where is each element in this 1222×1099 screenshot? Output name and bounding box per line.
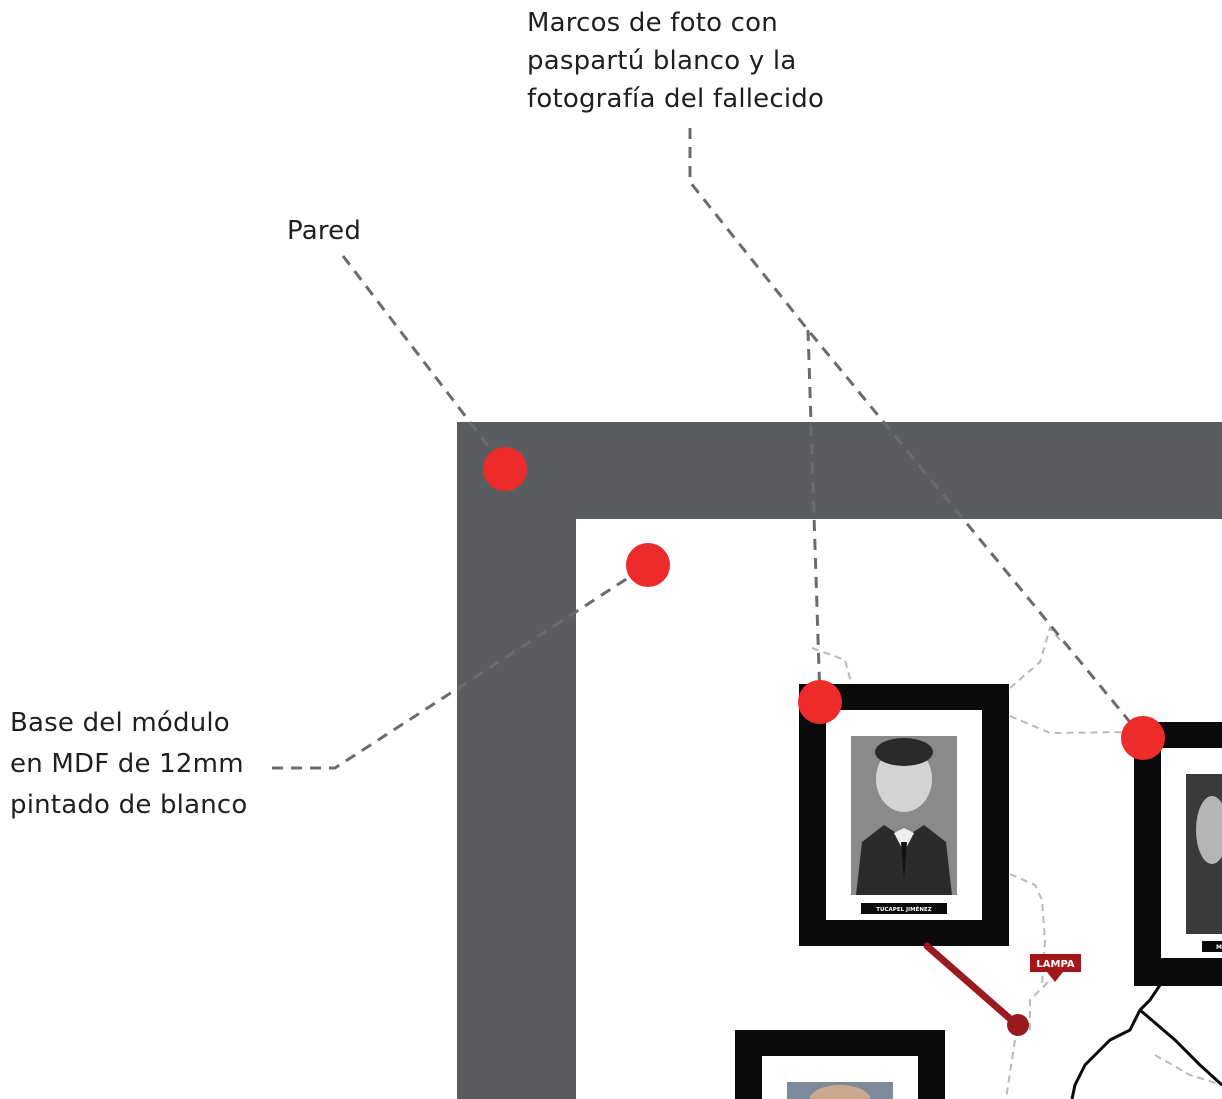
map-border-line (811, 647, 853, 687)
marker-base (626, 543, 670, 587)
leader-line-base (272, 563, 649, 770)
map-border-line (1154, 1054, 1222, 1086)
photo-caption-2: M (1216, 944, 1222, 951)
base-callout-label: Base del módulo en MDF de 12mm pintado d… (10, 703, 248, 826)
marker-frame-1 (798, 680, 842, 724)
wall-callout-label: Pared (287, 216, 362, 246)
leader-line-frames-left (806, 329, 822, 701)
photo-frame-3 (735, 1030, 945, 1099)
region-boundary (1070, 984, 1222, 1099)
frames-callout-label: Marcos de foto con paspartú blanco y la … (527, 4, 824, 118)
map-border-line (1009, 715, 1135, 735)
place-label: LAMPA (1036, 959, 1074, 970)
marker-wall (483, 447, 527, 491)
base-callout-line-2: en MDF de 12mm (10, 749, 244, 779)
leader-line-frames-right (688, 128, 1145, 739)
portrait-tie (901, 842, 907, 880)
leader-line-wall (341, 255, 507, 469)
callout-markers (483, 447, 1165, 760)
caption-bar (861, 903, 947, 914)
map-border-line (1029, 979, 1051, 1030)
map-border-line (1009, 625, 1061, 689)
photo-frame-1: TUCAPEL JIMÉNEZ (799, 684, 1009, 946)
map-border-line (1005, 1039, 1016, 1099)
base-callout-line-3: pintado de blanco (10, 790, 248, 820)
place-badge-pointer (1047, 972, 1063, 982)
place-badge: LAMPA (1030, 954, 1081, 982)
portrait-hair (875, 738, 933, 766)
frames-callout-line-3: fotografía del fallecido (527, 84, 825, 114)
leader-lines (272, 128, 1145, 770)
portrait-face (810, 1085, 870, 1099)
marker-frame-2 (1121, 716, 1165, 760)
caption-bar (1202, 941, 1222, 952)
location-pin-line (923, 942, 1020, 1028)
portrait-shirt (894, 828, 914, 852)
portrait-face (1196, 796, 1222, 864)
photo-frame-2: M (1134, 722, 1222, 986)
photo-caption-1: TUCAPEL JIMÉNEZ (876, 905, 931, 913)
place-badge-box (1030, 954, 1081, 972)
frames-callout-line-2: paspartú blanco y la (527, 46, 797, 76)
frames-callout-line-1: Marcos de foto con (527, 8, 778, 38)
location-pin-dot (1007, 1014, 1029, 1036)
base-callout-line-1: Base del módulo (10, 708, 230, 738)
